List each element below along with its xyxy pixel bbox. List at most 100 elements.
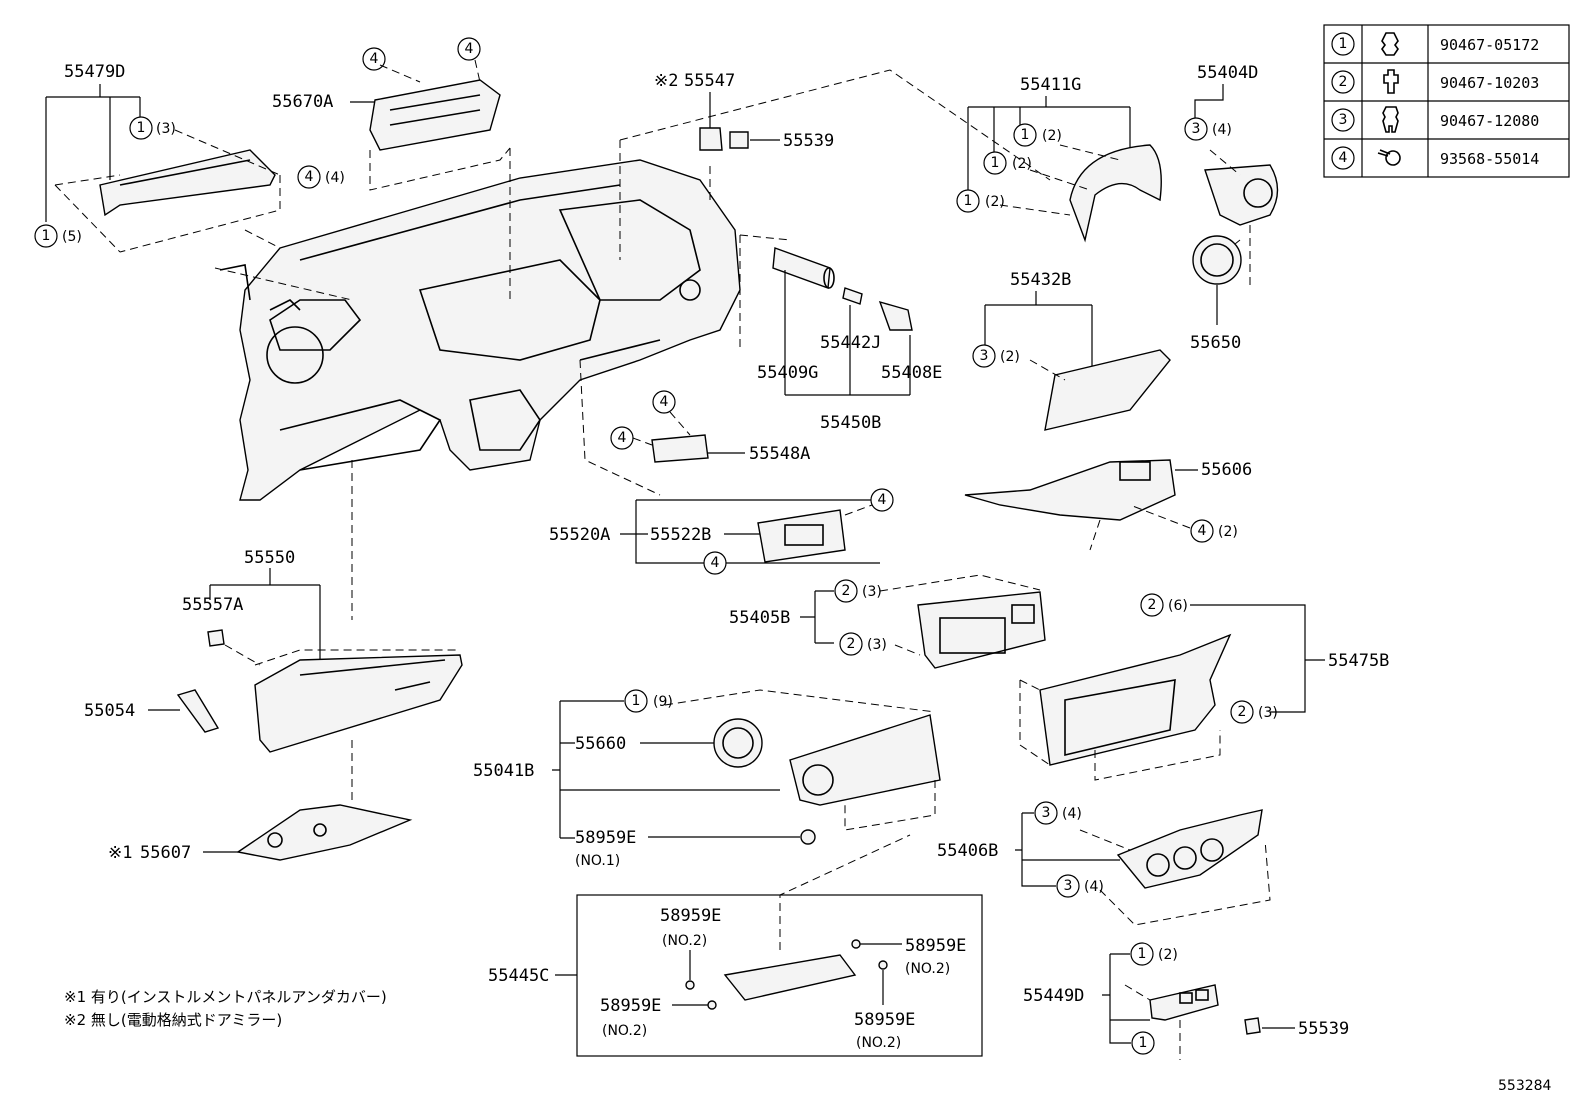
legend-callout-1 <box>1331 32 1355 56</box>
legend-num-1: 1 <box>1339 36 1348 52</box>
svg-text:4: 4 <box>711 555 720 571</box>
svg-text:(3): (3) <box>862 584 882 600</box>
label-55522B: 55522B <box>650 525 711 545</box>
svg-text:1: 1 <box>1021 127 1030 143</box>
screw-shank-icon <box>1377 152 1389 157</box>
svg-text:4: 4 <box>660 394 669 410</box>
svg-text:4: 4 <box>305 169 314 185</box>
legend-part-2: 90467-10203 <box>1440 74 1539 92</box>
svg-text:4: 4 <box>878 492 887 508</box>
svg-text:2: 2 <box>1148 597 1157 613</box>
label-55650: 55650 <box>1190 333 1241 353</box>
label-55475B: 55475B <box>1328 651 1389 671</box>
svg-text:3: 3 <box>1064 878 1073 894</box>
clip-icon <box>1382 106 1399 133</box>
label-55520A: 55520A <box>549 525 610 545</box>
svg-text:4: 4 <box>618 430 627 446</box>
label-55539-upper: 55539 <box>783 131 834 151</box>
label-55404D: 55404D <box>1197 63 1258 83</box>
label-55408E: 55408E <box>881 363 942 383</box>
label-58959E-b: 58959E <box>905 936 966 956</box>
svg-text:(3): (3) <box>156 121 176 137</box>
label-55548A: 55548A <box>749 444 810 464</box>
label-55479D: 55479D <box>64 62 125 82</box>
label-55607: 55607 <box>140 843 191 863</box>
svg-text:(4): (4) <box>1084 879 1104 895</box>
label-55432B: 55432B <box>1010 270 1071 290</box>
svg-text:1: 1 <box>137 120 146 136</box>
svg-text:(9): (9) <box>653 694 673 710</box>
clip-icon <box>1381 32 1399 56</box>
legend-part-4: 93568-55014 <box>1440 150 1539 168</box>
svg-text:(3): (3) <box>867 637 887 653</box>
part-55406B: 3 (4) 3 (4) 55406B <box>937 801 1271 926</box>
svg-text:(4): (4) <box>325 170 345 186</box>
svg-text:2: 2 <box>1238 704 1247 720</box>
part-55650: 55650 <box>1190 235 1242 353</box>
footnote-1: ※1 有り(インストルメントパネルアンダカバー) <box>64 988 387 1006</box>
svg-text:1: 1 <box>991 155 1000 171</box>
svg-text:(5): (5) <box>62 229 82 245</box>
svg-text:1: 1 <box>964 193 973 209</box>
part-55041B: 1 (9) 55660 55041B 58959E (NO.1) <box>473 689 941 869</box>
label-58959E-d: 58959E <box>854 1010 915 1030</box>
svg-text:4: 4 <box>370 51 379 67</box>
mark-1: ※1 <box>108 843 132 863</box>
label-55409G: 55409G <box>757 363 818 383</box>
part-55550: 55550 55557A <box>182 548 463 753</box>
legend-num-2: 2 <box>1339 74 1348 90</box>
svg-text:1: 1 <box>632 693 641 709</box>
label-55606: 55606 <box>1201 460 1252 480</box>
label-55041B: 55041B <box>473 761 534 781</box>
label-no1: (NO.1) <box>575 853 620 869</box>
svg-text:(2): (2) <box>1158 947 1178 963</box>
label-no2-d: (NO.2) <box>856 1035 901 1051</box>
part-55411G: 55411G 1 (2) 1 (2) 1 (2) <box>956 75 1162 243</box>
label-55550: 55550 <box>244 548 295 568</box>
svg-text:4: 4 <box>1198 523 1207 539</box>
label-55406B: 55406B <box>937 841 998 861</box>
label-55442J: 55442J <box>820 333 881 353</box>
label-55547: 55547 <box>684 71 735 91</box>
legend-callout-3 <box>1331 108 1355 132</box>
part-55432B: 55432B 3 (2) <box>972 270 1171 431</box>
label-58959E-c: 58959E <box>600 996 661 1016</box>
svg-text:(6): (6) <box>1168 598 1188 614</box>
svg-text:(2): (2) <box>1218 524 1238 540</box>
label-55660: 55660 <box>575 734 626 754</box>
label-55405B: 55405B <box>729 608 790 628</box>
instrument-panel-drawing <box>219 159 741 501</box>
label-55670A: 55670A <box>272 92 333 112</box>
label-55449D: 55449D <box>1023 986 1084 1006</box>
label-55539-lower: 55539 <box>1298 1019 1349 1039</box>
part-55479D: 55479D 1 (3) 1 (5) <box>34 62 281 253</box>
footnote-2: ※2 無し(電動格納式ドアミラー) <box>64 1011 282 1029</box>
diagram-id: 553284 <box>1498 1078 1552 1094</box>
label-no2-b: (NO.2) <box>905 961 950 977</box>
svg-text:(4): (4) <box>1062 806 1082 822</box>
svg-text:2: 2 <box>842 583 851 599</box>
part-55520A: 55520A 55522B 4 4 <box>549 488 894 575</box>
part-55607: ※1 55607 <box>108 804 413 863</box>
fastener-legend-table: 1 90467-05172 2 90467-10203 3 90467-1208… <box>1323 24 1570 178</box>
svg-text:1: 1 <box>1139 1035 1148 1051</box>
legend-part-1: 90467-05172 <box>1440 36 1539 54</box>
legend-part-3: 90467-12080 <box>1440 112 1539 130</box>
svg-text:(4): (4) <box>1212 122 1232 138</box>
part-55405B: 55405B 2 (3) 2 (3) <box>729 574 1046 669</box>
legend-num-3: 3 <box>1339 112 1348 128</box>
svg-text:(2): (2) <box>1000 349 1020 365</box>
part-55054: 55054 <box>84 689 220 733</box>
mark-2: ※2 <box>654 71 678 91</box>
label-55054: 55054 <box>84 701 135 721</box>
svg-text:3: 3 <box>1042 805 1051 821</box>
svg-text:1: 1 <box>1138 946 1147 962</box>
svg-text:3: 3 <box>980 348 989 364</box>
part-55670A: 55670A 4 4 4 (4) <box>272 37 511 191</box>
legend-num-4: 4 <box>1339 150 1348 166</box>
label-55557A: 55557A <box>182 595 243 615</box>
part-55449D: 1 (2) 1 55449D 55539 <box>1023 942 1349 1060</box>
label-55411G: 55411G <box>1020 75 1081 95</box>
label-no2-a: (NO.2) <box>662 933 707 949</box>
